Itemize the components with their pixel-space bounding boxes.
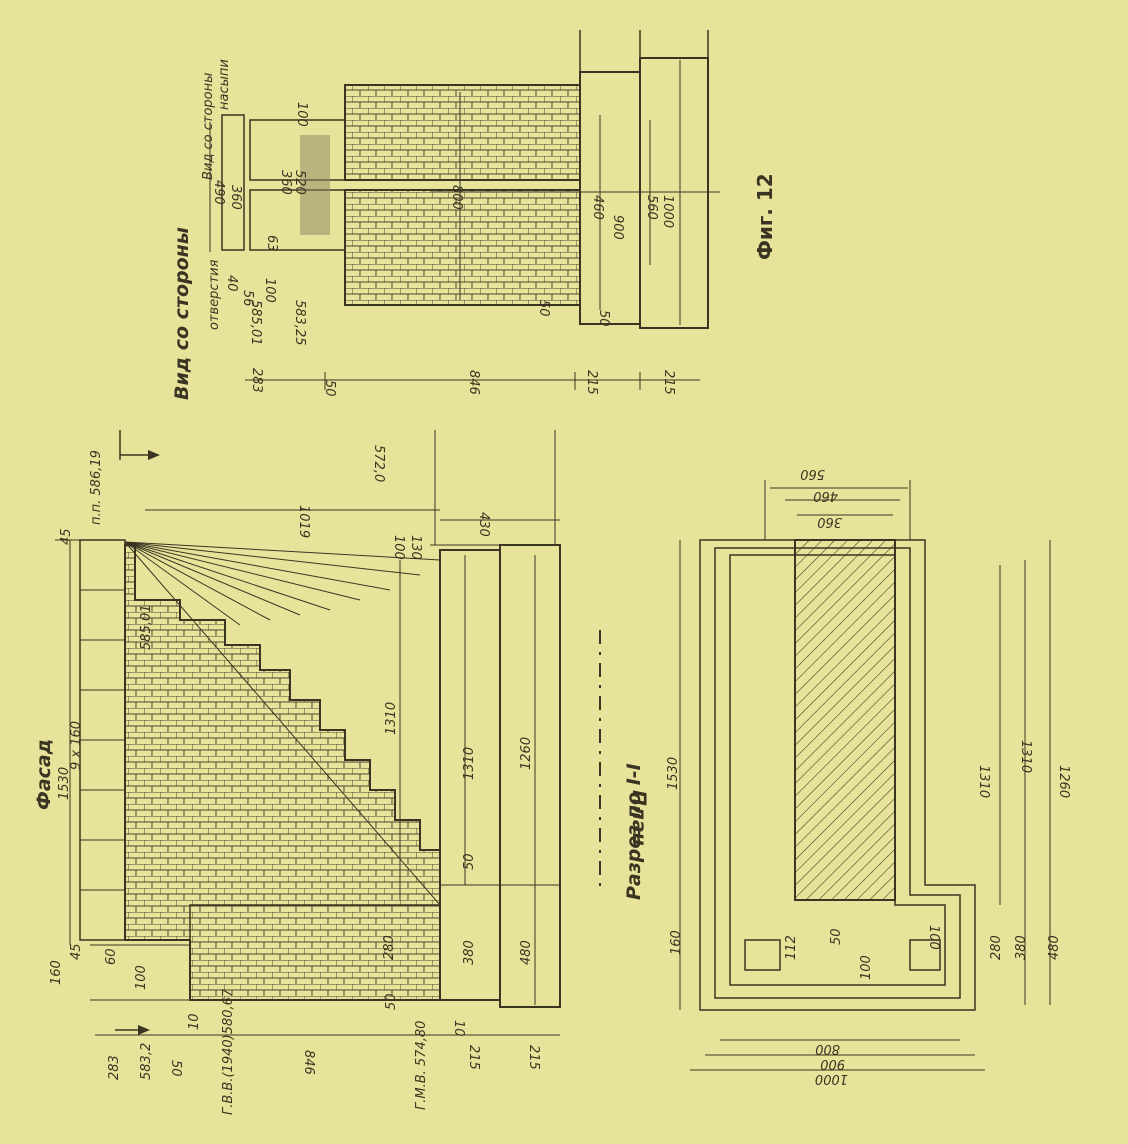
dim-label: Г.М.В. 574,80 [414, 1021, 429, 1110]
dim-label: 360 [817, 514, 842, 529]
top-view-title-embankment: Вид со стороны [201, 73, 216, 180]
plan-subtitle: Разрез по I-I [623, 763, 645, 900]
dim-label: 56 [240, 290, 255, 307]
dim-label: 1260 [1056, 765, 1071, 798]
dim-label: 800 [815, 1041, 840, 1056]
dim-label: 1019 [296, 505, 311, 538]
dim-label: 283 [107, 1055, 122, 1080]
dim-label: 100 [926, 925, 941, 950]
dim-label: 50 [322, 380, 337, 397]
facade-view [55, 430, 561, 1036]
dim-label: 585,01 [139, 605, 154, 651]
dim-label: 1310 [462, 747, 477, 780]
dim-label: 40 [224, 275, 239, 292]
dim-label: 520 [292, 170, 307, 195]
dim-label: 490 [211, 180, 226, 205]
dim-label: 1260 [519, 737, 534, 770]
brick-pier-upper [344, 84, 581, 181]
dim-label: 583,2 [139, 1043, 154, 1080]
dim-label: 100 [859, 955, 874, 980]
dim-label: 63 [264, 235, 279, 252]
dim-label: 60 [104, 948, 119, 965]
dim-label: 1530 [57, 767, 72, 800]
dim-label: 900 [610, 215, 625, 240]
dim-label: 50 [829, 928, 844, 945]
plan-hatched-section [794, 539, 896, 901]
dim-label: 460 [590, 195, 605, 220]
dim-label: 480 [1047, 935, 1062, 960]
footing-step-2 [639, 57, 709, 329]
dim-label: 846 [466, 370, 481, 395]
plan-view [599, 480, 1051, 1071]
dim-label: 846 [301, 1050, 316, 1075]
dim-label: 283 [249, 368, 264, 393]
dim-label: Г.В.В.(1940)580,67 [221, 988, 236, 1115]
dim-label: 380 [462, 940, 477, 965]
dim-label: 215 [526, 1045, 541, 1070]
dim-label: 280 [382, 935, 397, 960]
dim-label: 1310 [976, 765, 991, 798]
top-view-title-embankment-2: насыпи [217, 59, 232, 110]
dim-label: 560 [644, 195, 659, 220]
dim-label: 280 [989, 935, 1004, 960]
dim-label: 460 [813, 488, 838, 503]
dim-label: 9 x 160 [69, 721, 84, 770]
dim-label: 45 [69, 943, 84, 960]
facade-title: Фасад [33, 739, 55, 810]
bearing-cap-upper [249, 119, 346, 181]
dim-label: 1000 [815, 1071, 848, 1086]
dim-label: 50 [596, 310, 611, 327]
top-view-title-opening-2: отверстия [207, 259, 222, 330]
dim-label: 50 [462, 853, 477, 870]
dim-label: п.п. 586,19 [89, 450, 104, 525]
dim-label: 50 [384, 993, 399, 1010]
dim-label: 160 [669, 930, 684, 955]
dim-label: 430 [476, 512, 491, 537]
dim-label: 380 [1014, 935, 1029, 960]
dim-label: 100 [294, 102, 309, 127]
dim-label: 360 [278, 170, 293, 195]
dim-label: 45 [59, 528, 74, 545]
dim-label: 215 [584, 370, 599, 395]
dim-label: 480 [519, 940, 534, 965]
dim-label: 112 [784, 935, 799, 960]
dim-label: 100 [391, 535, 406, 560]
dim-label: 585,01 [248, 300, 263, 346]
dim-label: 100 [262, 278, 277, 303]
dim-label: 160 [49, 960, 64, 985]
dim-label: 360 [228, 185, 243, 210]
dim-label: 1310 [1018, 740, 1033, 773]
dim-label: 1530 [666, 757, 681, 790]
plan-outline-outer [699, 539, 976, 1011]
dim-label: 215 [661, 370, 676, 395]
dim-label: 1310 [384, 702, 399, 735]
dim-label: 10 [451, 1020, 466, 1037]
dim-label: 50 [168, 1060, 183, 1077]
dim-label: 50 [536, 300, 551, 317]
dim-label: 560 [800, 466, 825, 481]
dim-label: 583,25 [292, 300, 307, 346]
dim-label: 130 [408, 535, 423, 560]
dim-label: 10 [187, 1013, 202, 1030]
top-view-title-opening: Вид со стороны [171, 227, 193, 400]
brick-pier-lower [344, 189, 581, 306]
dim-label: 100 [134, 965, 149, 990]
dim-label: 800 [449, 185, 464, 210]
dim-label: 1000 [660, 195, 675, 228]
dim-label: 215 [466, 1045, 481, 1070]
figure-caption: Фиг. 12 [753, 173, 777, 260]
top-view [209, 30, 720, 390]
dim-label: 900 [820, 1056, 845, 1071]
plan-title: План [628, 790, 650, 846]
bearing-cap-lower [249, 189, 346, 251]
dim-label: 572,0 [371, 445, 386, 482]
